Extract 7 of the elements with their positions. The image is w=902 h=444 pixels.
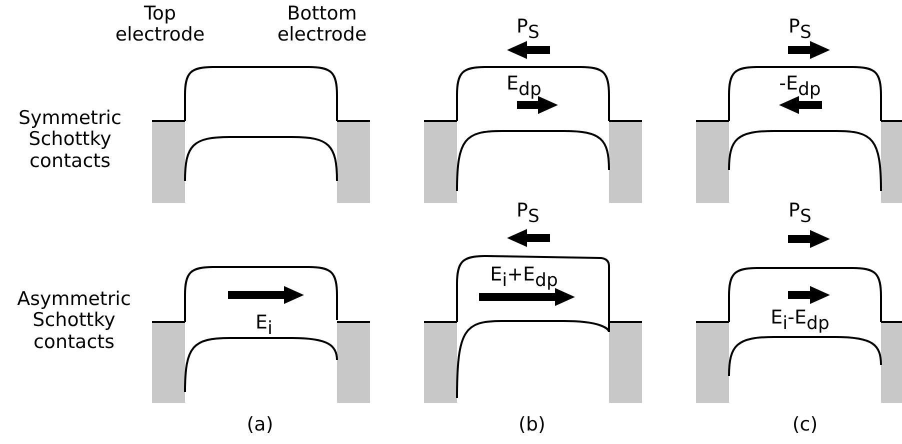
panel-label: (b) (518, 414, 546, 436)
row-label: Asymmetric Schottky contacts (16, 289, 132, 353)
row-label: Symmetric Schottky contacts (18, 108, 122, 172)
electrode-label: Top electrode (114, 4, 206, 46)
panel-label: (a) (246, 414, 274, 436)
panel-label: (c) (792, 414, 818, 436)
electrode-label: Bottom electrode (276, 4, 368, 46)
